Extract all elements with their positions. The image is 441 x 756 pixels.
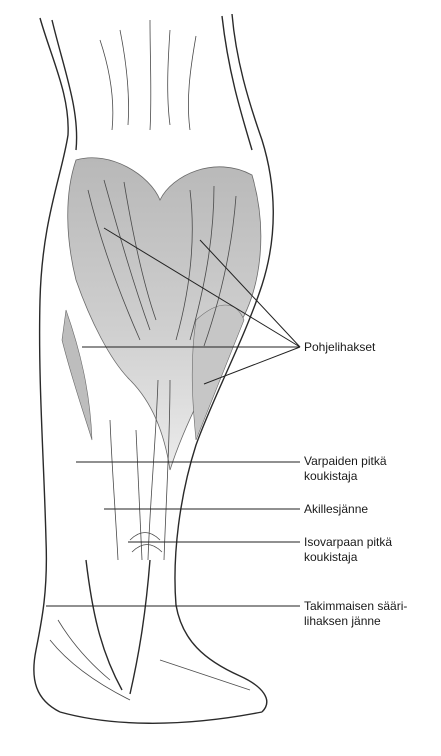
label-tibialis-posterior-tendon: Takimmaisen sääri- lihaksen jänne <box>304 599 407 629</box>
label-calf-muscles-text: Pohjelihakset <box>304 340 375 355</box>
label-tibialis-line1: Takimmaisen sääri- <box>304 599 407 614</box>
label-flexor-hallucis-longus: Isovarpaan pitkä koukistaja <box>304 535 392 565</box>
label-tibialis-line2: lihaksen jänne <box>304 614 407 629</box>
label-achilles-tendon: Akillesjänne <box>304 502 368 517</box>
label-flexor-hallucis-line1: Isovarpaan pitkä <box>304 535 392 550</box>
label-flexor-digitorum-line2: koukistaja <box>304 469 387 484</box>
label-flexor-hallucis-line2: koukistaja <box>304 550 392 565</box>
label-flexor-digitorum-line1: Varpaiden pitkä <box>304 454 387 469</box>
label-flexor-digitorum-longus: Varpaiden pitkä koukistaja <box>304 454 387 484</box>
label-calf-muscles: Pohjelihakset <box>304 340 375 355</box>
label-achilles-text: Akillesjänne <box>304 502 368 517</box>
